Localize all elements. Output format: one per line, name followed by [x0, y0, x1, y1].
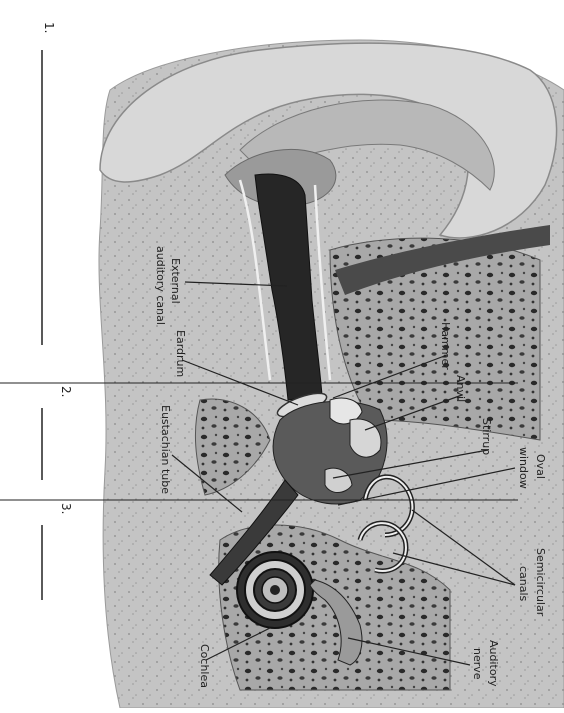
section-number-2: 2. [59, 386, 73, 397]
label-auditory-nerve-line1: Auditory [487, 640, 500, 687]
cochlea-spiral [237, 552, 313, 628]
label-semicircular-canals-line1: Semicircular [534, 548, 547, 617]
label-oval-window-line1: Oval [534, 454, 547, 479]
label-stirrup: Stirrup [480, 418, 493, 455]
label-cochlea: Cochlea [198, 644, 211, 688]
label-anvil: Anvil [454, 375, 467, 402]
label-hammer: Hammer [439, 322, 452, 370]
section-number-1: 1. [42, 22, 56, 33]
label-external-auditory-canal-line2: auditory canal [154, 246, 167, 325]
label-semicircular-canals-line2: canals [517, 566, 530, 602]
label-oval-window-line2: window [517, 447, 530, 489]
label-eardrum: Eardrum [174, 330, 187, 377]
section-number-3: 3. [59, 503, 73, 514]
label-auditory-nerve-line2: nerve [471, 648, 484, 680]
label-eustachian-tube: Eustachian tube [159, 405, 172, 494]
label-external-auditory-canal-line1: External [169, 258, 182, 304]
